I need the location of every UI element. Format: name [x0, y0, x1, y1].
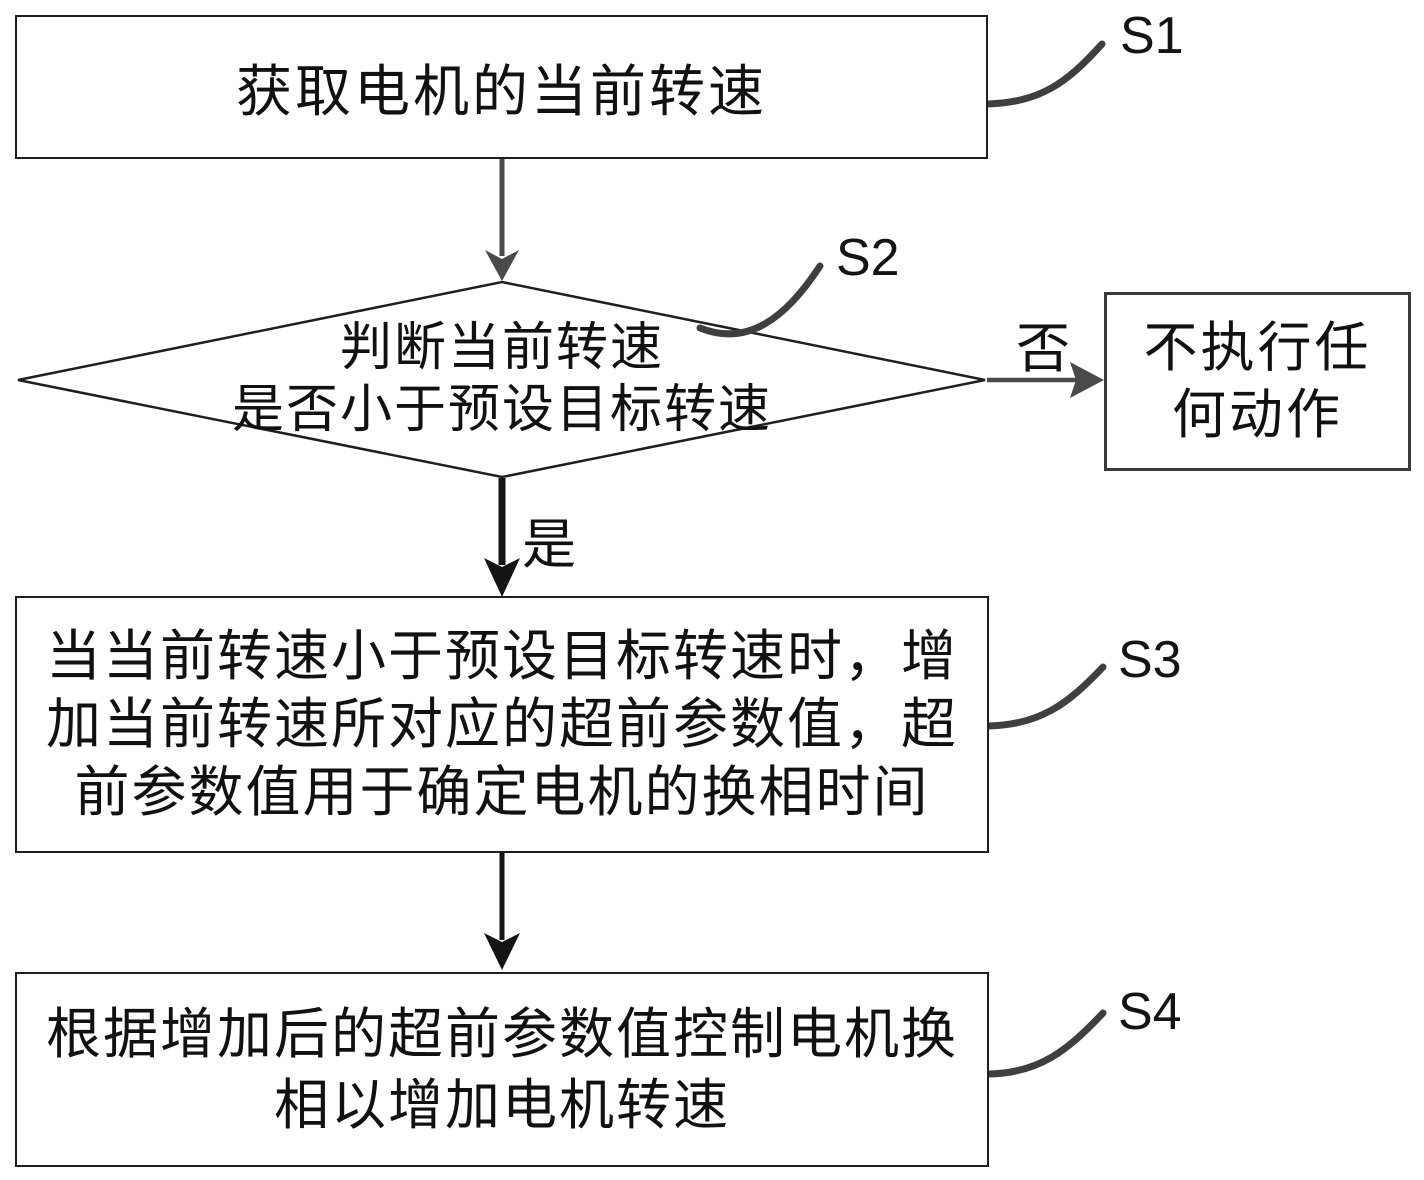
branch-label-no: 否	[1016, 319, 1070, 379]
step-s3-text-line1: 当当前转速小于预设目标转速时，增	[45, 625, 958, 687]
branch-label-yes: 是	[522, 515, 576, 575]
callout-curve-s3	[984, 663, 1107, 730]
no-action-text-line1: 不执行任	[1143, 317, 1372, 378]
decision-diamond-shape	[17, 280, 986, 479]
callout-curve-s4	[985, 1009, 1107, 1078]
arrow-s1-to-diamond-head	[485, 250, 519, 281]
arrow-yes-branch-head	[484, 558, 520, 597]
decision-text-line2: 是否小于预设目标转速	[231, 382, 772, 439]
step-s3-text-line3: 前参数值用于确定电机的换相时间	[74, 761, 930, 823]
step-box-s4: 根据增加后的超前参数值控制电机换 相以增加电机转速	[15, 972, 989, 1167]
step-ref-label-s2: S2	[836, 229, 900, 287]
step-s4-text-line2: 相以增加电机转速	[273, 1074, 730, 1136]
step-ref-label-s4: S4	[1118, 983, 1182, 1041]
decision-text-line1: 判断当前转速	[339, 320, 664, 377]
step-ref-label-s3: S3	[1118, 631, 1182, 689]
no-action-box: 不执行任 何动作	[1104, 292, 1411, 471]
arrow-s3-to-s4-head	[484, 933, 520, 970]
decision-diamond-text: 判断当前转速 是否小于预设目标转速	[180, 318, 824, 442]
callout-curve-s1	[984, 40, 1106, 108]
step-ref-label-s1: S1	[1120, 7, 1184, 65]
step-box-s3: 当当前转速小于预设目标转速时，增 加当前转速所对应的超前参数值，超 前参数值用于…	[15, 596, 989, 853]
callout-curve-s2	[696, 262, 824, 338]
arrow-no-branch-head	[1070, 362, 1104, 398]
step-s4-text-line1: 根据增加后的超前参数值控制电机换	[45, 1003, 958, 1065]
step-s3-text-line2: 加当前转速所对应的超前参数值，超	[45, 693, 958, 755]
step-box-s1: 获取电机的当前转速	[15, 15, 988, 159]
no-action-text-line2: 何动作	[1172, 384, 1343, 445]
step-s1-text: 获取电机的当前转速	[236, 61, 767, 124]
